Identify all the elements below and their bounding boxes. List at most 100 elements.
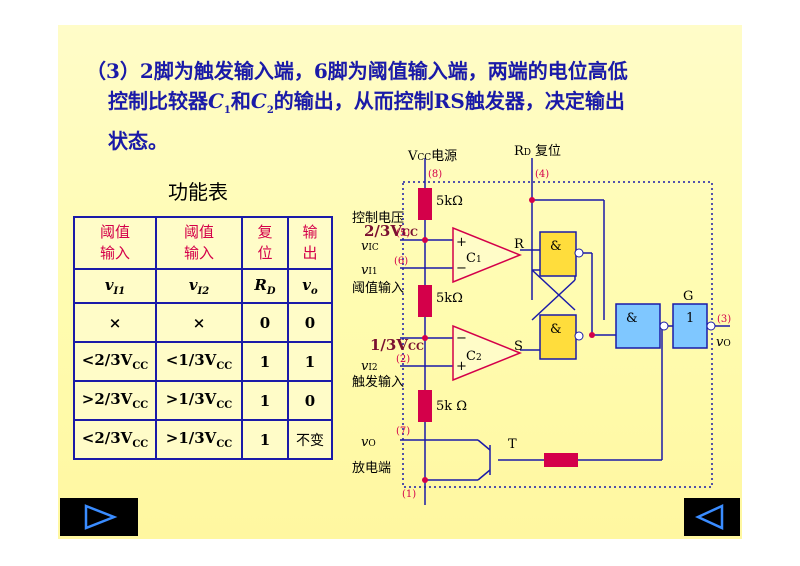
cell-rd: 0: [241, 302, 289, 343]
one-third-vcc-label: 1/3VCC: [370, 336, 424, 354]
cell-vo: 1: [287, 341, 333, 382]
heading-line-2-pre: 控制比较器: [108, 89, 208, 113]
header-text: 阈值输入: [99, 223, 130, 262]
gate-g-label: G: [683, 289, 693, 304]
cell-sub: CC: [132, 400, 149, 411]
vic-label: vIC: [361, 239, 379, 254]
comp1-label: C1: [466, 251, 482, 266]
discharge-label: 放电端: [352, 461, 391, 476]
header-text: 复位: [257, 223, 273, 262]
gate-and-label: &: [626, 311, 638, 326]
junction-dot: [422, 335, 428, 341]
cell-main: >1/3V: [165, 390, 217, 408]
function-table-title: 功能表: [168, 180, 228, 204]
comp2-label: C2: [466, 349, 482, 364]
inverter-bubble: [574, 248, 584, 258]
minus-sign: −: [456, 331, 467, 346]
prev-slide-button[interactable]: [60, 498, 138, 536]
cell-rd: 1: [241, 341, 289, 382]
cell-vo: 0: [287, 302, 333, 343]
table-row: <2/3VCC <1/3VCC 1 1: [73, 341, 333, 382]
symbol-sub: o: [311, 285, 318, 297]
cell-main: >1/3V: [165, 429, 217, 447]
inverter-bubble: [659, 321, 669, 331]
resistor-mid-label: 5kΩ: [436, 291, 463, 306]
cell-vi2: ×: [155, 302, 243, 343]
heading-and: 和: [230, 89, 251, 113]
header-text: 阈值输入: [183, 223, 214, 262]
gate-and-label: &: [550, 322, 562, 337]
header-threshold-2: 阈值输入: [155, 216, 243, 270]
cell-vo: 不变: [287, 419, 333, 460]
nand-gate-r: [539, 231, 577, 277]
cell-vo: 0: [287, 380, 333, 421]
pin-5: (5): [396, 228, 410, 239]
comparator-c2: [452, 324, 523, 382]
heading-line-3: 状态。: [108, 129, 168, 153]
cell-vi1: ×: [73, 302, 157, 343]
control-voltage-label: 控制电压: [352, 211, 404, 226]
symbol-vi2: vI2: [155, 268, 243, 304]
heading-line-2-post: 的输出，从而控制RS触发器，决定输出: [273, 89, 625, 113]
cell-sub: CC: [216, 361, 233, 372]
junction-dot: [529, 197, 535, 203]
symbol-rd: RD: [241, 268, 289, 304]
symbol-sub: I2: [197, 285, 210, 297]
cell-sub: CC: [216, 400, 233, 411]
buffer-label: 1: [686, 311, 694, 326]
resistor-top: [418, 188, 432, 220]
symbol-main: v: [302, 275, 312, 294]
resistor-mid: [418, 285, 432, 317]
cell-main: <2/3V: [81, 351, 133, 369]
header-reset: 复位: [241, 216, 289, 270]
symbol-vi1: vI1: [73, 268, 157, 304]
cell-vi2: >1/3VCC: [155, 380, 243, 421]
symbol-vo: vo: [287, 268, 333, 304]
junction-dot: [422, 477, 428, 483]
pin-1: (1): [402, 489, 416, 500]
pin-8: (8): [428, 169, 442, 180]
table-row: <2/3VCC >1/3VCC 1 不变: [73, 419, 333, 460]
cell-rd: 1: [241, 380, 289, 421]
pin-7: (7): [396, 426, 410, 437]
junction-dot: [422, 237, 428, 243]
next-slide-button[interactable]: [684, 498, 740, 536]
cell-vi1: <2/3VCC: [73, 419, 157, 460]
symbol-main: v: [104, 275, 114, 294]
heading-line-1: （3）2脚为触发输入端，6脚为阈值输入端，两端的电位高低: [86, 59, 628, 83]
function-table-symbol-row: vI1 vI2 RD vo: [73, 268, 333, 304]
cell-vi2: <1/3VCC: [155, 341, 243, 382]
heading-c1-sub: 1: [223, 105, 231, 116]
function-table-header-row: 阈值输入 阈值输入 复位 输出: [73, 216, 333, 270]
symbol-sub: I1: [113, 285, 126, 297]
header-output: 输出: [287, 216, 333, 270]
resistor-bottom: [418, 390, 432, 422]
buffer-gate-g: [672, 303, 708, 349]
inverter-bubble: [706, 321, 716, 331]
header-threshold-1: 阈值输入: [73, 216, 157, 270]
cell-main: <2/3V: [81, 429, 133, 447]
flipflop-s-label: S: [514, 339, 523, 354]
table-row: × × 0 0: [73, 302, 333, 343]
cell-sub: CC: [132, 439, 149, 450]
transistor-label: T: [508, 437, 517, 452]
pin-2: (2): [396, 354, 410, 365]
cell-main: <1/3V: [165, 351, 217, 369]
heading-c1: C: [208, 89, 224, 113]
inverter-bubble: [574, 331, 584, 341]
symbol-sub: D: [266, 285, 276, 297]
slide-heading: （3）2脚为触发输入端，6脚为阈值输入端，两端的电位高低 控制比较器C1和C2的…: [86, 56, 726, 156]
vcc-label: VCC电源: [407, 149, 457, 164]
cell-sub: CC: [216, 439, 233, 450]
cell-rd: 1: [241, 419, 289, 460]
cell-vi1: <2/3VCC: [73, 341, 157, 382]
function-table: 阈值输入 阈值输入 复位 输出 vI1 vI2 RD vo × × 0 0 <2…: [73, 216, 333, 460]
vo-left-label: vO: [361, 435, 376, 450]
plus-sign: +: [456, 359, 467, 374]
heading-c2-sub: 2: [266, 105, 274, 116]
two-thirds-vcc-label: 2/3VCC: [364, 222, 418, 240]
comparator-c1: [452, 226, 523, 284]
header-text: 输出: [302, 223, 318, 262]
cell-vi1: >2/3VCC: [73, 380, 157, 421]
